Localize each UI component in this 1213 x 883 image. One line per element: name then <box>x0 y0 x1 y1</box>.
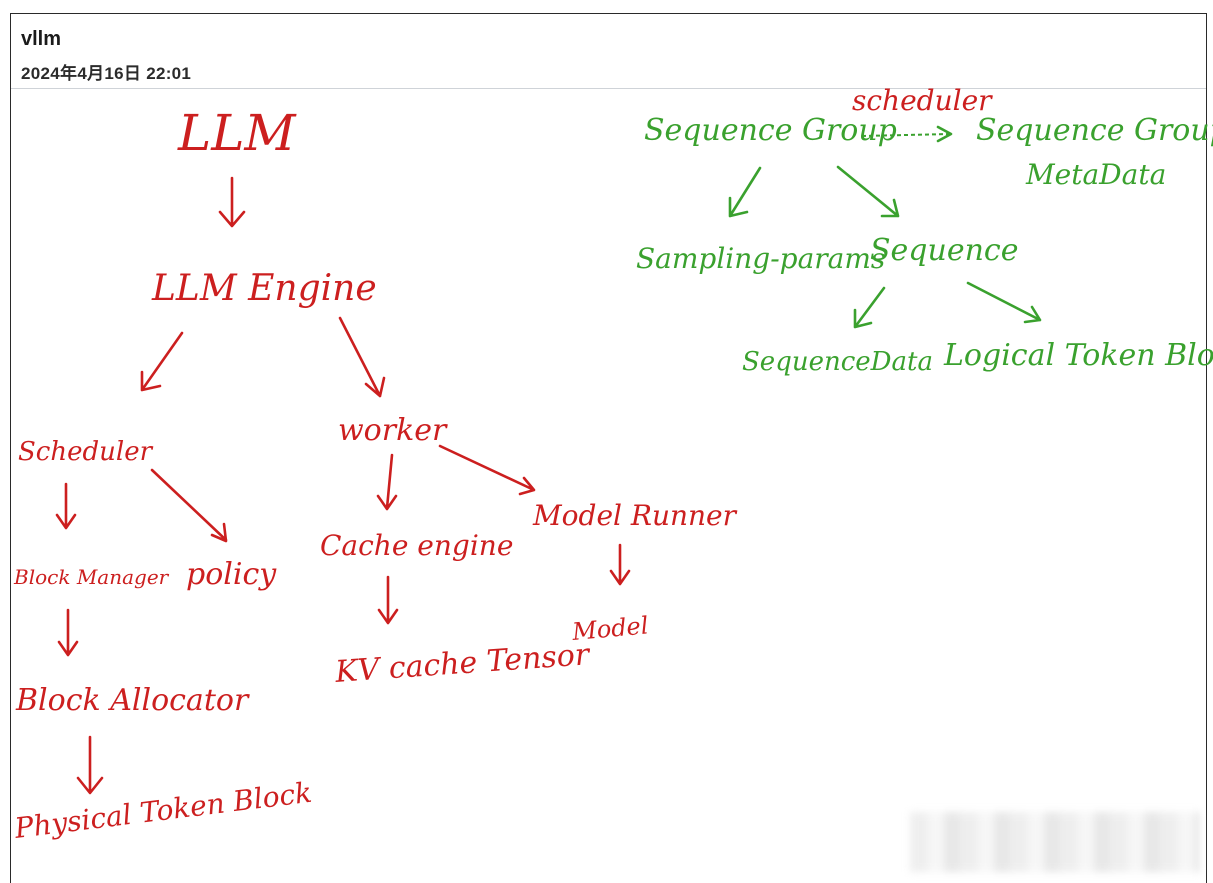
node-sequence-data: SequenceData <box>742 347 933 377</box>
node-worker: worker <box>338 413 448 448</box>
node-cache-engine: Cache engine <box>320 529 513 562</box>
node-scheduler: Scheduler <box>18 437 154 467</box>
note-title: vllm <box>21 28 62 50</box>
arrow-worker-to-model-runner <box>438 444 536 496</box>
node-policy: policy <box>186 557 277 592</box>
arrow-model-runner-to-model <box>609 543 631 586</box>
label-scheduler: scheduler <box>852 84 993 117</box>
node-block-manager: Block Manager <box>13 565 170 589</box>
note-window: vllm 2024年4月16日 22:01 <box>10 13 1207 883</box>
arrow-group-to-sequence <box>836 165 900 218</box>
note-date: 2024年4月16日 22:01 <box>21 64 192 83</box>
dashed-arrow-scheduler <box>861 133 951 137</box>
node-sampling-params: Sampling-params <box>636 242 885 275</box>
arrow-llm-to-engine <box>218 176 246 228</box>
arrow-allocator-to-physical <box>76 735 104 795</box>
arrow-group-to-sampling <box>728 166 762 218</box>
node-sequence: Sequence <box>870 233 1018 268</box>
node-logical-token-block: Logical Token Block <box>943 338 1213 373</box>
arrow-sequence-to-data <box>853 286 886 329</box>
node-kv-cache-tensor: KV cache Tensor <box>333 637 592 690</box>
arrow-engine-to-scheduler <box>140 331 184 392</box>
arrow-cache-engine-to-kv <box>377 575 399 625</box>
node-model-runner: Model Runner <box>532 499 738 532</box>
node-sequence-group-metadata-line2: MetaData <box>1025 158 1166 191</box>
arrow-scheduler-to-policy <box>150 468 228 543</box>
arrow-sequence-to-logical <box>966 281 1042 324</box>
arrow-engine-to-worker <box>338 316 386 398</box>
node-sequence-group: Sequence Group <box>644 113 897 148</box>
arrow-scheduler-to-block-manager <box>55 482 77 530</box>
node-block-allocator: Block Allocator <box>15 683 250 718</box>
arrow-worker-to-cache-engine <box>376 453 398 511</box>
node-llm-engine: LLM Engine <box>151 268 377 309</box>
node-sequence-group-metadata-line1: Sequence Group <box>976 113 1213 148</box>
node-physical-token-block: Physical Token Block <box>12 776 314 845</box>
note-header: vllm 2024年4月16日 22:01 <box>11 14 1206 89</box>
blurred-watermark <box>910 812 1200 872</box>
node-model: Model <box>570 611 649 646</box>
node-llm: LLM <box>177 104 297 162</box>
dashed-arrow-head <box>936 125 953 143</box>
arrow-block-manager-to-allocator <box>57 608 79 657</box>
